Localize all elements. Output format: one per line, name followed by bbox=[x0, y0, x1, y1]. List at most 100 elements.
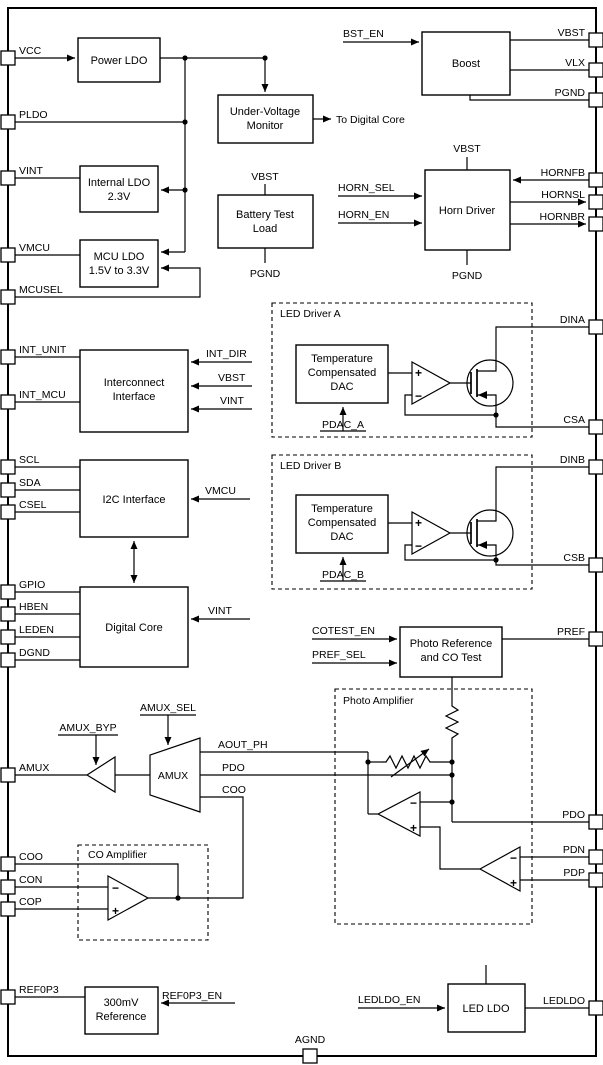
pin-scl: SCL bbox=[0, 454, 40, 475]
pin-vint: VINT bbox=[0, 165, 44, 186]
pin-mcusel: MCUSEL bbox=[0, 284, 63, 305]
pin-hornfb: HORNFB bbox=[541, 167, 603, 188]
block-under-voltage-monitor: Under-Voltage Monitor bbox=[217, 94, 314, 144]
group-label: CO Amplifier bbox=[88, 849, 147, 861]
pin-label: COO bbox=[19, 851, 43, 863]
group-label: LED Driver A bbox=[280, 308, 341, 320]
net-label-vbst-interconnect: VBST bbox=[218, 372, 246, 384]
amux-label: AMUX bbox=[158, 770, 188, 782]
pin-label: HBEN bbox=[19, 601, 48, 613]
pins-right: VBST VLX PGND HORNFB HORNSL HORNBR DINA … bbox=[539, 27, 603, 1016]
pin-csa: CSA bbox=[563, 414, 603, 435]
pin-label: CSB bbox=[563, 552, 585, 564]
mosfet-b bbox=[466, 509, 514, 557]
block-label: Battery Test bbox=[236, 209, 294, 221]
pin-hornsl: HORNSL bbox=[541, 189, 603, 210]
block-interconnect-interface: Interconnect Interface bbox=[79, 349, 189, 433]
pin-label: PLDO bbox=[19, 109, 48, 121]
block-label: Temperature bbox=[311, 503, 373, 515]
block-label: DAC bbox=[330, 531, 353, 543]
block-label: and CO Test bbox=[421, 652, 482, 664]
pin-int-mcu: INT_MCU bbox=[0, 389, 66, 410]
amux-bypass-buffer bbox=[85, 755, 116, 794]
pin-vbst: VBST bbox=[558, 27, 603, 48]
pin-vlx: VLX bbox=[565, 57, 603, 78]
net-label-pgnd-horn: PGND bbox=[452, 270, 483, 282]
block-battery-test-load: Battery Test Load bbox=[217, 194, 314, 249]
net-label-bst-en: BST_EN bbox=[343, 28, 384, 40]
net-label-amux-byp: AMUX_BYP bbox=[59, 722, 116, 734]
pin-label: HORNSL bbox=[541, 189, 585, 201]
pin-dgnd: DGND bbox=[0, 647, 50, 668]
resistor-fixed bbox=[444, 702, 460, 742]
pin-label: VLX bbox=[565, 57, 585, 69]
pin-label: COP bbox=[19, 896, 42, 908]
pin-label: DINA bbox=[560, 314, 585, 326]
pin-vmcu: VMCU bbox=[0, 242, 50, 263]
pin-label: VINT bbox=[19, 165, 44, 177]
pin-csb: CSB bbox=[563, 552, 603, 573]
block-power-ldo: Power LDO bbox=[77, 37, 161, 83]
group-photo-amplifier: Photo Amplifier bbox=[334, 688, 533, 925]
pin-label: PDO bbox=[562, 809, 585, 821]
pin-label: CSA bbox=[563, 414, 585, 426]
block-300mv-reference: 300mV Reference bbox=[84, 986, 159, 1035]
block-label: Reference bbox=[96, 1011, 147, 1023]
resistor-variable bbox=[382, 748, 433, 778]
net-label-pref-sel: PREF_SEL bbox=[312, 649, 366, 661]
opamp-minus-sign: − bbox=[410, 796, 417, 810]
opamp-co: − + bbox=[107, 874, 150, 922]
net-label-coo-mux: COO bbox=[222, 784, 246, 796]
net-label-horn-sel: HORN_SEL bbox=[338, 182, 395, 194]
pin-label: REF0P3 bbox=[19, 984, 59, 996]
wiring bbox=[15, 38, 589, 1012]
pin-coo: COO bbox=[0, 851, 43, 872]
block-dac-a: Temperature Compensated DAC bbox=[295, 344, 389, 404]
block-label: MCU LDO bbox=[94, 251, 145, 263]
pin-hben: HBEN bbox=[0, 601, 48, 622]
pin-hornbr: HORNBR bbox=[539, 211, 603, 232]
mosfet-a bbox=[466, 359, 514, 407]
block-label: Internal LDO bbox=[88, 177, 151, 189]
pin-label: AMUX bbox=[19, 762, 49, 774]
pin-csel: CSEL bbox=[0, 499, 47, 520]
pin-agnd: AGND bbox=[295, 1034, 326, 1064]
block-digital-core: Digital Core bbox=[79, 586, 189, 668]
pin-label: CON bbox=[19, 874, 42, 886]
pin-label: PREF bbox=[557, 626, 585, 638]
block-label: Interface bbox=[113, 391, 156, 403]
opamp-plus-sign: + bbox=[510, 876, 517, 890]
block-label: DAC bbox=[330, 381, 353, 393]
pin-label: PGND bbox=[555, 87, 586, 99]
pin-label: LEDLDO bbox=[543, 995, 585, 1007]
block-label: Boost bbox=[452, 58, 480, 70]
block-horn-driver: Horn Driver bbox=[424, 169, 511, 251]
pin-label: VMCU bbox=[19, 242, 50, 254]
net-label-ledldo-en: LEDLDO_EN bbox=[358, 994, 420, 1006]
opamp-plus-sign: + bbox=[410, 821, 417, 835]
opamp-plus-sign: + bbox=[112, 904, 119, 918]
block-label: Power LDO bbox=[91, 55, 148, 67]
junction-dots bbox=[175, 55, 499, 901]
block-dac-b: Temperature Compensated DAC bbox=[295, 494, 389, 554]
pin-vcc: VCC bbox=[0, 45, 42, 66]
pin-label: VCC bbox=[19, 45, 42, 57]
pin-pdp: PDP bbox=[563, 867, 603, 888]
block-label: 300mV bbox=[104, 997, 140, 1009]
pin-label: LEDEN bbox=[19, 624, 54, 636]
net-label-vmcu: VMCU bbox=[205, 485, 236, 497]
pin-label: VBST bbox=[558, 27, 586, 39]
pin-pdo: PDO bbox=[562, 809, 603, 830]
net-label-to-digital-core: To Digital Core bbox=[336, 114, 405, 126]
net-label-vbst-horn: VBST bbox=[453, 143, 481, 155]
pin-label: SDA bbox=[19, 477, 41, 489]
opamp-minus-sign: − bbox=[415, 389, 422, 403]
pin-label: SCL bbox=[19, 454, 40, 466]
block-label: Compensated bbox=[308, 517, 377, 529]
net-label-amux-sel: AMUX_SEL bbox=[140, 702, 196, 714]
net-labels: BST_EN To Digital Core VBST PGND VBST PG… bbox=[59, 28, 482, 1006]
net-label-horn-en: HORN_EN bbox=[338, 209, 389, 221]
block-led-ldo: LED LDO bbox=[447, 983, 526, 1033]
block-label: Interconnect bbox=[104, 377, 165, 389]
